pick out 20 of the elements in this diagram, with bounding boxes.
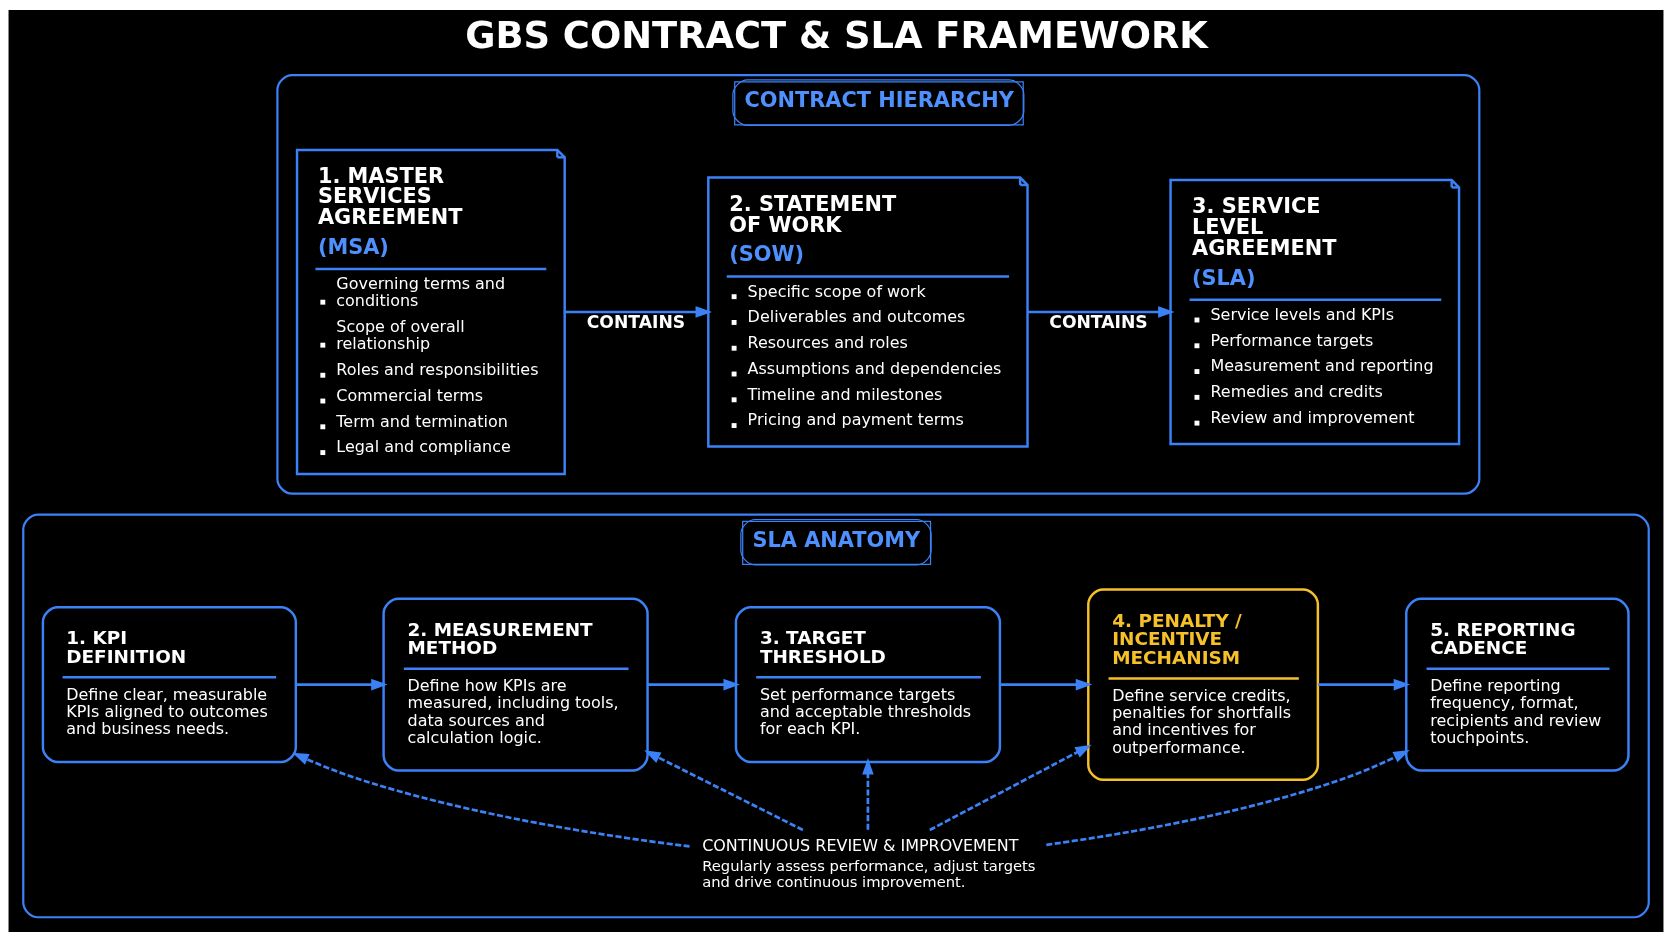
arrow bbox=[929, 744, 1092, 831]
node-box: 1. KPI DEFINITION Define clear, measurable KPIs aligned to outcomes and business needs. bbox=[41, 605, 298, 763]
arrow bbox=[296, 678, 388, 690]
arrow bbox=[644, 749, 804, 831]
arrow bbox=[862, 757, 874, 830]
diagram-title: GBS CONTRACT & SLA FRAMEWORK bbox=[465, 13, 1208, 57]
arrow bbox=[564, 305, 713, 318]
edge-label: CONTAINS bbox=[1049, 311, 1148, 332]
arrow bbox=[1046, 749, 1410, 846]
node-box: 4. PENALTY / INCENTIVE MECHANISM Define service credits, penalties for shortfalls and incentives for outperformance. bbox=[1087, 587, 1320, 781]
node-box: 2. MEASUREMENT METHOD Define how KPIs are measured, including tools, data sources and calculation logic. bbox=[382, 596, 649, 772]
node-box: 5. REPORTING CADENCE Define reporting frequency, format, recipients and review touchpoints. bbox=[1405, 596, 1630, 772]
arrow bbox=[292, 752, 690, 848]
arrow bbox=[647, 678, 740, 690]
arrow bbox=[1027, 305, 1175, 318]
node-text: CONTINUOUS REVIEW & IMPROVEMENT Regularly assess performance, adjust targets and drive continuous improvement. bbox=[702, 835, 1036, 890]
node-box: 3. TARGET THRESHOLD Set performance targets and acceptable thresholds for each KPI. bbox=[734, 605, 1002, 763]
arrow bbox=[1318, 678, 1411, 690]
arrow bbox=[1000, 678, 1093, 690]
edge-label: CONTAINS bbox=[586, 311, 686, 332]
